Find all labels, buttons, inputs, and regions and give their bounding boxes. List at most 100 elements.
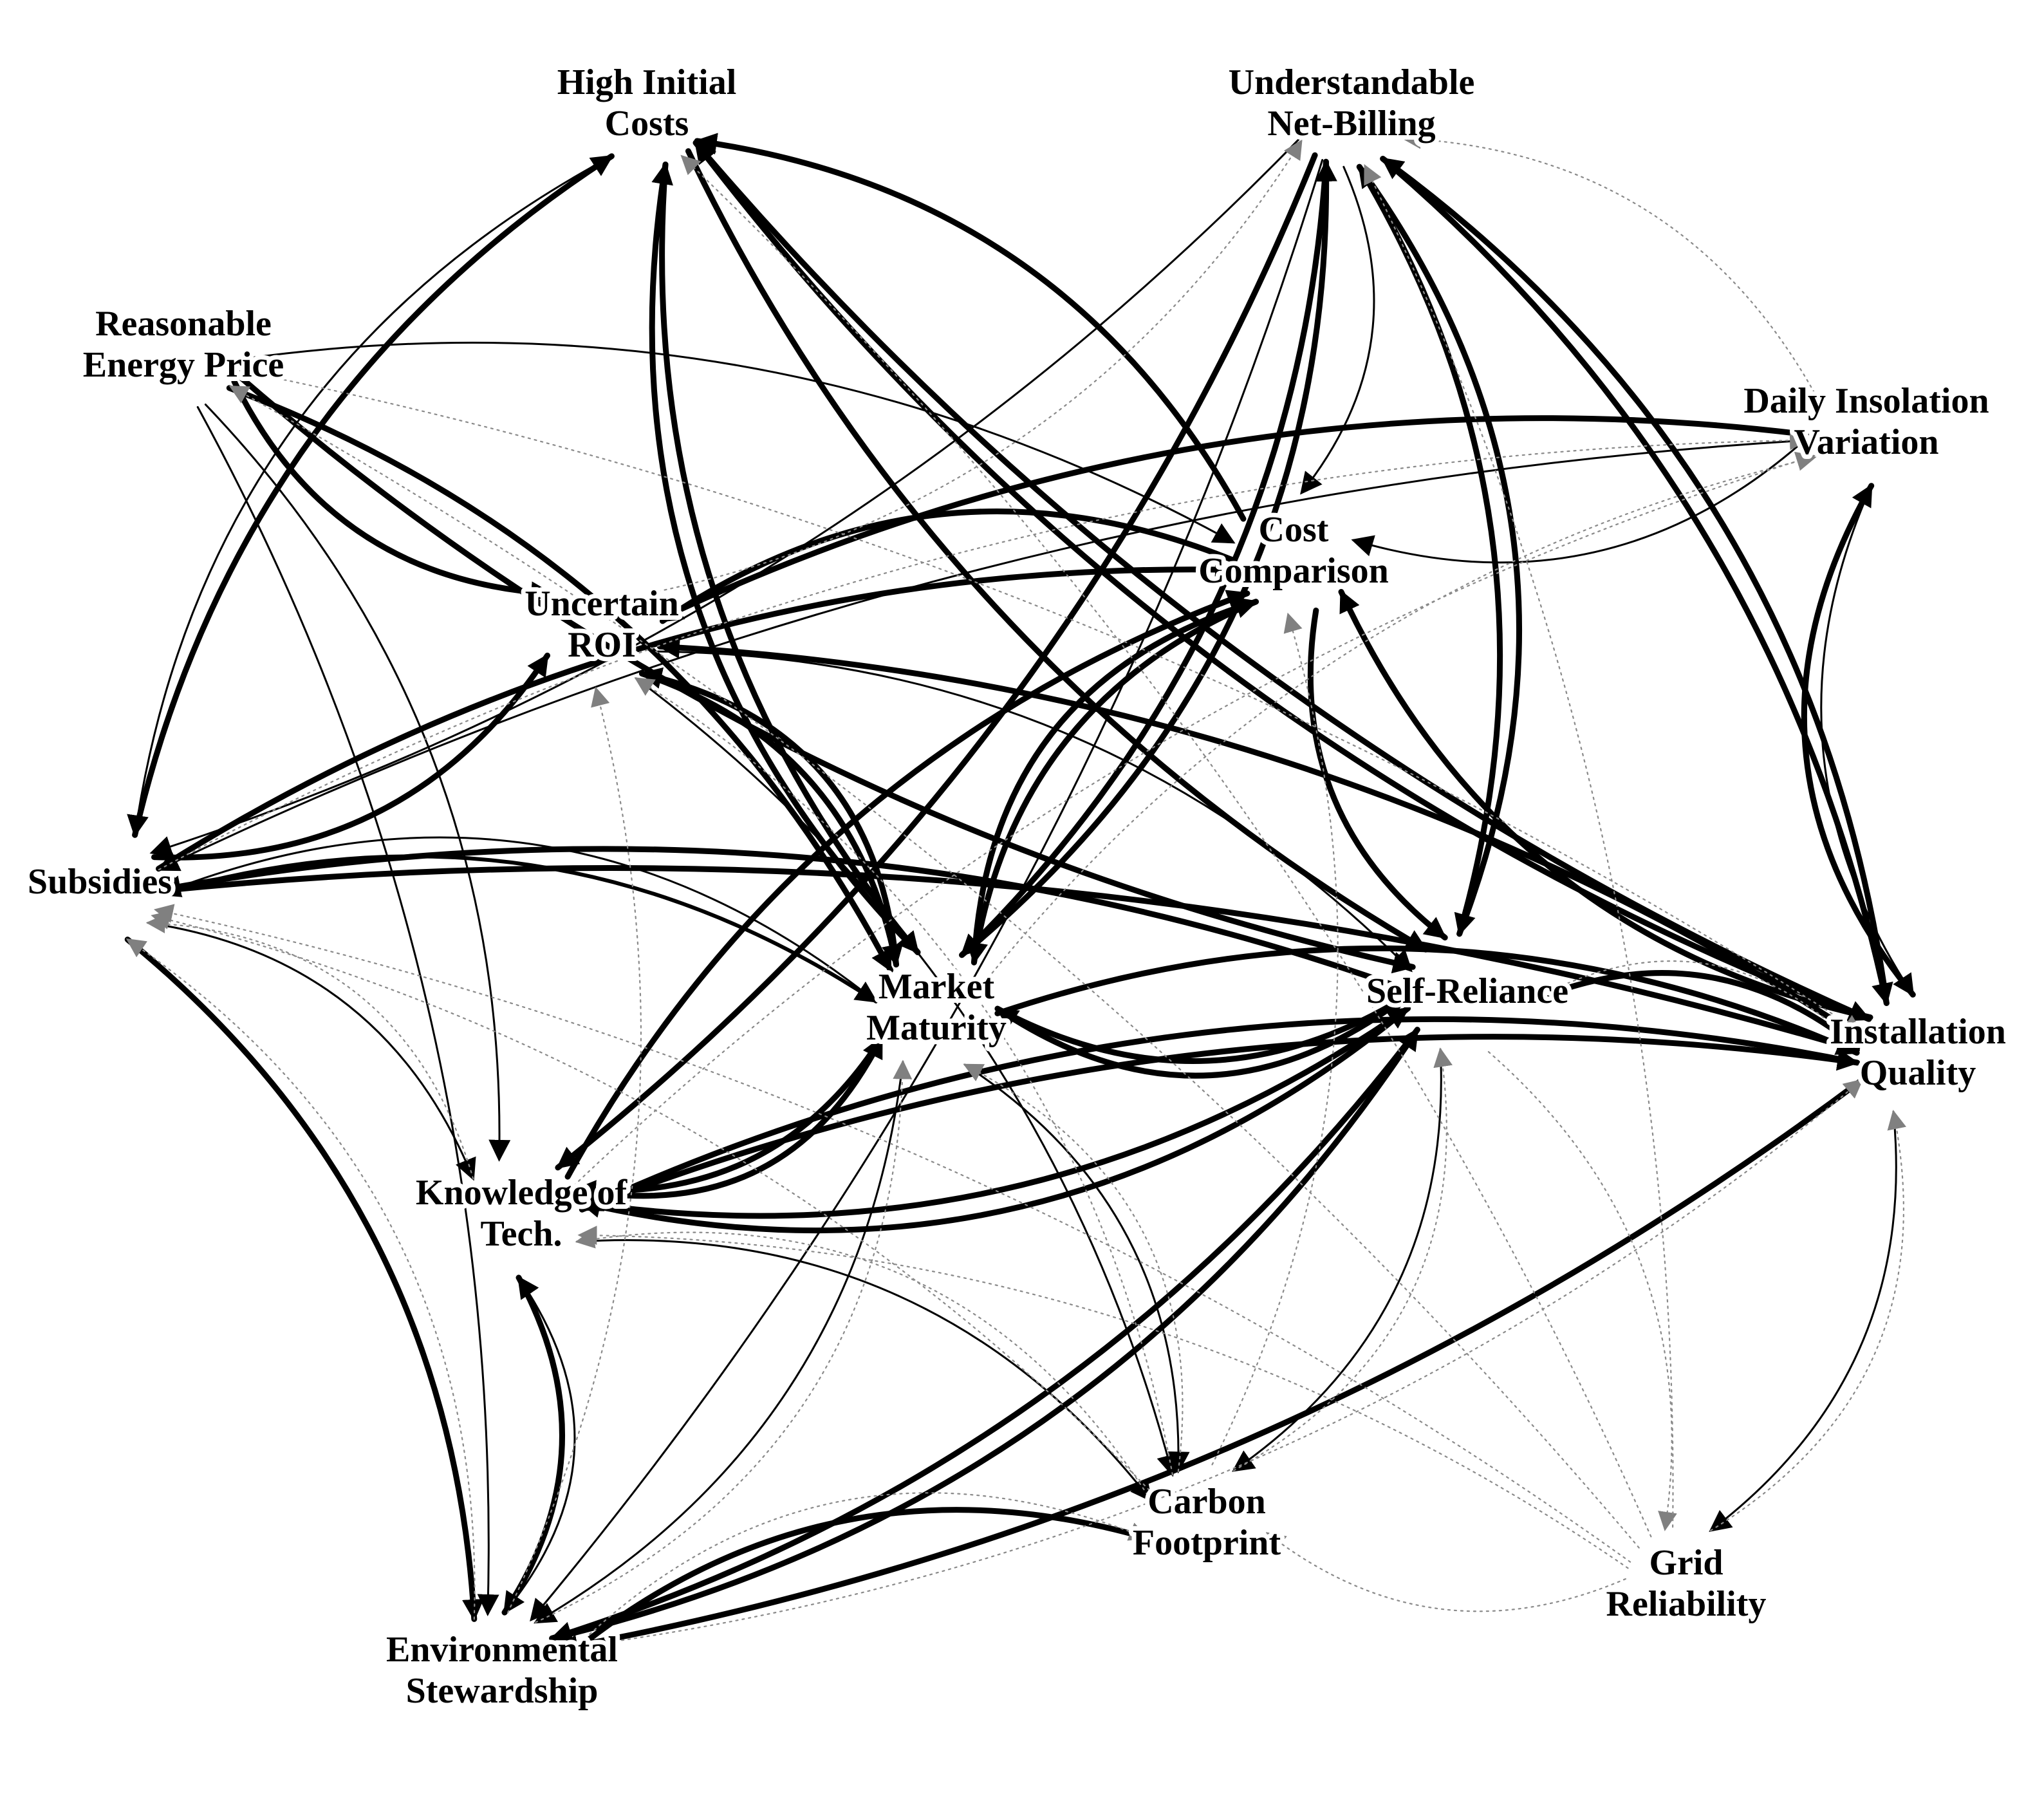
edge-carbon-footprint-to-cost-comparison	[1211, 612, 1339, 1466]
edge-grid-reliability-to-knowledge-of-tech	[577, 1226, 1629, 1569]
edge-self-reliance-to-market-maturity	[994, 993, 1409, 1079]
node-label-grid-reliability-line-1: Grid	[1649, 1543, 1723, 1583]
edge-self-reliance-to-environmental-stewardship	[549, 1027, 1420, 1643]
edge-carbon-footprint-to-uncertain-roi	[634, 677, 1173, 1476]
edge-grid-reliability-to-installation-quality	[1709, 1110, 1906, 1531]
edge-self-reliance-to-understandable-net-billing	[1356, 163, 1523, 937]
edge-reasonable-energy-price-to-uncertain-roi	[231, 378, 554, 604]
node-label-subsidies-line-1: Subsidies	[28, 862, 172, 902]
edge-cost-comparison-to-high-initial-costs	[694, 133, 1247, 522]
edge-knowledge-of-tech-to-environmental-stewardship	[501, 1274, 565, 1616]
edge-knowledge-of-tech-to-cost-comparison	[564, 590, 1250, 1180]
edge-subsidies-to-market-maturity	[158, 854, 878, 1003]
node-subsidies: Subsidies	[23, 857, 176, 906]
edge-subsidies-to-uncertain-roi	[151, 652, 550, 861]
edge-carbon-footprint-to-environmental-stewardship	[559, 1507, 1150, 1664]
node-label-knowledge-of-tech-line-1: Knowledge of	[416, 1173, 628, 1213]
node-label-cost-comparison-line-2: Comparison	[1198, 551, 1389, 591]
edge-installation-quality-to-understandable-net-billing	[1380, 156, 1890, 1006]
edge-daily-insolation-variation-to-cost-comparison	[1351, 437, 1808, 564]
edge-installation-quality-to-grid-reliability	[1709, 1110, 1897, 1532]
edge-installation-quality-to-cost-comparison	[1338, 589, 1873, 1020]
node-label-understandable-net-billing-line-1: Understandable	[1229, 62, 1475, 102]
edge-cost-comparison-to-self-reliance	[1307, 607, 1448, 941]
edge-subsidies-to-knowledge-of-tech	[147, 922, 476, 1181]
node-label-knowledge-of-tech-line-2: Tech.	[480, 1214, 562, 1254]
node-label-uncertain-roi-line-1: Uncertain	[525, 584, 679, 624]
edge-grid-reliability-to-reasonable-energy-price	[228, 385, 1640, 1549]
edge-market-maturity-to-installation-quality	[994, 945, 1860, 1056]
edge-knowledge-of-tech-to-installation-quality	[579, 1034, 1861, 1213]
node-label-installation-quality-line-1: Installation	[1830, 1012, 2006, 1052]
node-label-reasonable-energy-price-line-1: Reasonable	[95, 304, 272, 344]
node-label-market-maturity-line-1: Market	[878, 967, 995, 1007]
edge-reasonable-energy-price-to-cost-comparison	[242, 341, 1236, 544]
node-label-understandable-net-billing-line-2: Net-Billing	[1267, 104, 1435, 144]
edge-daily-insolation-variation-to-subsidies	[156, 439, 1808, 872]
node-label-high-initial-costs-line-1: High Initial	[557, 62, 737, 102]
edge-environmental-stewardship-to-market-maturity	[535, 1059, 913, 1623]
node-label-grid-reliability-line-2: Reliability	[1606, 1584, 1767, 1624]
edge-market-maturity-to-self-reliance	[994, 993, 1409, 1064]
edge-daily-insolation-variation-to-uncertain-roi	[659, 415, 1809, 621]
edge-reasonable-energy-price-to-installation-quality	[239, 369, 1863, 1034]
edge-market-maturity-to-environmental-stewardship	[534, 1061, 904, 1624]
edge-market-maturity-to-carbon-footprint	[963, 1063, 1190, 1474]
edge-carbon-footprint-to-self-reliance	[1232, 1047, 1453, 1471]
node-label-daily-insolation-variation-line-2: Variation	[1794, 422, 1938, 462]
edge-self-reliance-to-carbon-footprint	[1232, 1048, 1442, 1472]
node-label-daily-insolation-variation-line-1: Daily Insolation	[1743, 381, 1989, 421]
edge-installation-quality-to-daily-insolation-variation	[1801, 483, 1916, 998]
edge-understandable-net-billing-to-environmental-stewardship	[530, 159, 1324, 1622]
edge-subsidies-to-environmental-stewardship	[124, 937, 484, 1622]
node-label-carbon-footprint-line-2: Footprint	[1133, 1523, 1281, 1563]
edge-uncertain-roi-to-understandable-net-billing	[651, 139, 1303, 593]
node-label-market-maturity-line-2: Maturity	[866, 1008, 1007, 1048]
node-self-reliance: Self-Reliance	[1362, 967, 1573, 1016]
edge-understandable-net-billing-to-subsidies	[149, 137, 1301, 857]
edges-layer	[124, 129, 1916, 1664]
edge-self-reliance-to-knowledge-of-tech	[578, 1005, 1411, 1234]
edge-installation-quality-to-high-initial-costs	[692, 140, 1872, 1022]
node-label-carbon-footprint-line-1: Carbon	[1147, 1482, 1266, 1522]
edge-environmental-stewardship-to-subsidies	[125, 938, 476, 1620]
edge-grid-reliability-to-understandable-net-billing	[1364, 164, 1674, 1528]
edge-grid-reliability-to-subsidies	[153, 904, 1631, 1563]
edge-reasonable-energy-price-to-environmental-stewardship	[196, 406, 499, 1616]
edge-market-maturity-to-uncertain-roi	[639, 667, 899, 967]
node-label-environmental-stewardship-line-2: Stewardship	[406, 1671, 599, 1711]
node-label-uncertain-roi-line-2: ROI	[568, 625, 636, 665]
edge-self-reliance-to-installation-quality	[1525, 970, 1861, 1050]
edge-installation-quality-to-self-reliance	[1526, 960, 1858, 1049]
edge-knowledge-of-tech-to-market-maturity	[573, 1034, 885, 1199]
edge-high-initial-costs-to-market-maturity	[659, 162, 921, 955]
edge-daily-insolation-variation-to-understandable-net-billing	[1401, 129, 1816, 394]
edge-daily-insolation-variation-to-installation-quality	[1820, 485, 1915, 997]
edge-environmental-stewardship-to-knowledge-of-tech	[503, 1276, 576, 1614]
edge-installation-quality-to-uncertain-roi	[656, 637, 1863, 1040]
edge-market-maturity-to-daily-insolation-variation	[987, 452, 1817, 979]
edge-self-reliance-to-subsidies	[158, 846, 1409, 993]
edge-installation-quality-to-environmental-stewardship	[555, 1077, 1865, 1657]
edge-self-reliance-to-grid-reliability	[1487, 1051, 1677, 1531]
node-label-installation-quality-line-2: Quality	[1860, 1053, 1976, 1093]
edge-carbon-footprint-to-market-maturity	[963, 1063, 1184, 1472]
edge-subsidies-to-cost-comparison	[156, 558, 1238, 872]
node-label-high-initial-costs-line-2: Costs	[605, 104, 689, 144]
edge-carbon-footprint-to-subsidies	[151, 910, 1155, 1496]
node-label-reasonable-energy-price-line-2: Energy Price	[83, 345, 284, 385]
edge-carbon-footprint-to-knowledge-of-tech	[575, 1229, 1152, 1502]
edge-installation-quality-to-knowledge-of-tech	[579, 1016, 1861, 1213]
node-label-cost-comparison-line-1: Cost	[1259, 510, 1329, 550]
